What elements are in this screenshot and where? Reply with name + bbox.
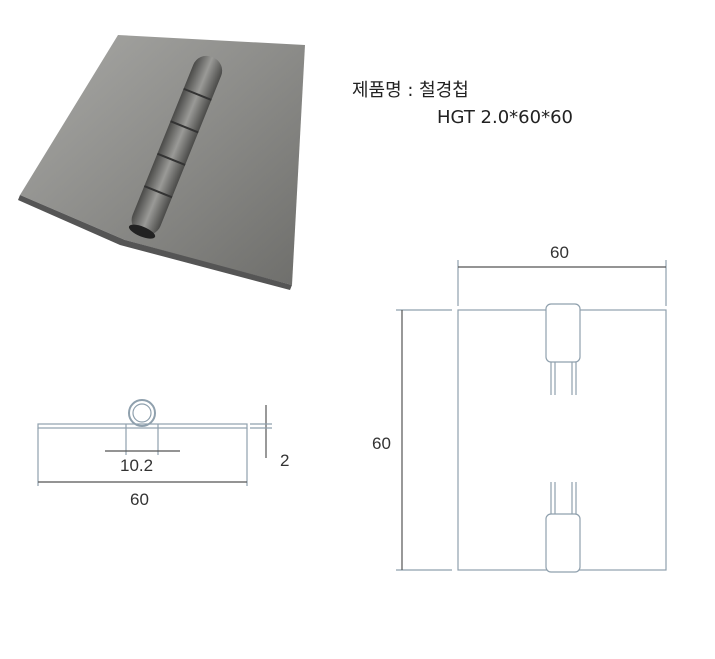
front-view-drawing	[396, 260, 667, 573]
front-width-dimension: 60	[550, 243, 569, 262]
hinge-photo	[18, 35, 305, 290]
thickness-dimension: 2	[280, 451, 290, 470]
knuckle-width-dimension: 10.2	[120, 456, 154, 475]
side-total-width-dimension: 60	[130, 490, 149, 509]
side-view-drawing	[37, 399, 272, 486]
product-name: 제품명 : 철경첩	[352, 80, 469, 101]
front-height-dimension: 60	[372, 434, 391, 453]
product-model: HGT 2.0*60*60	[437, 107, 573, 128]
